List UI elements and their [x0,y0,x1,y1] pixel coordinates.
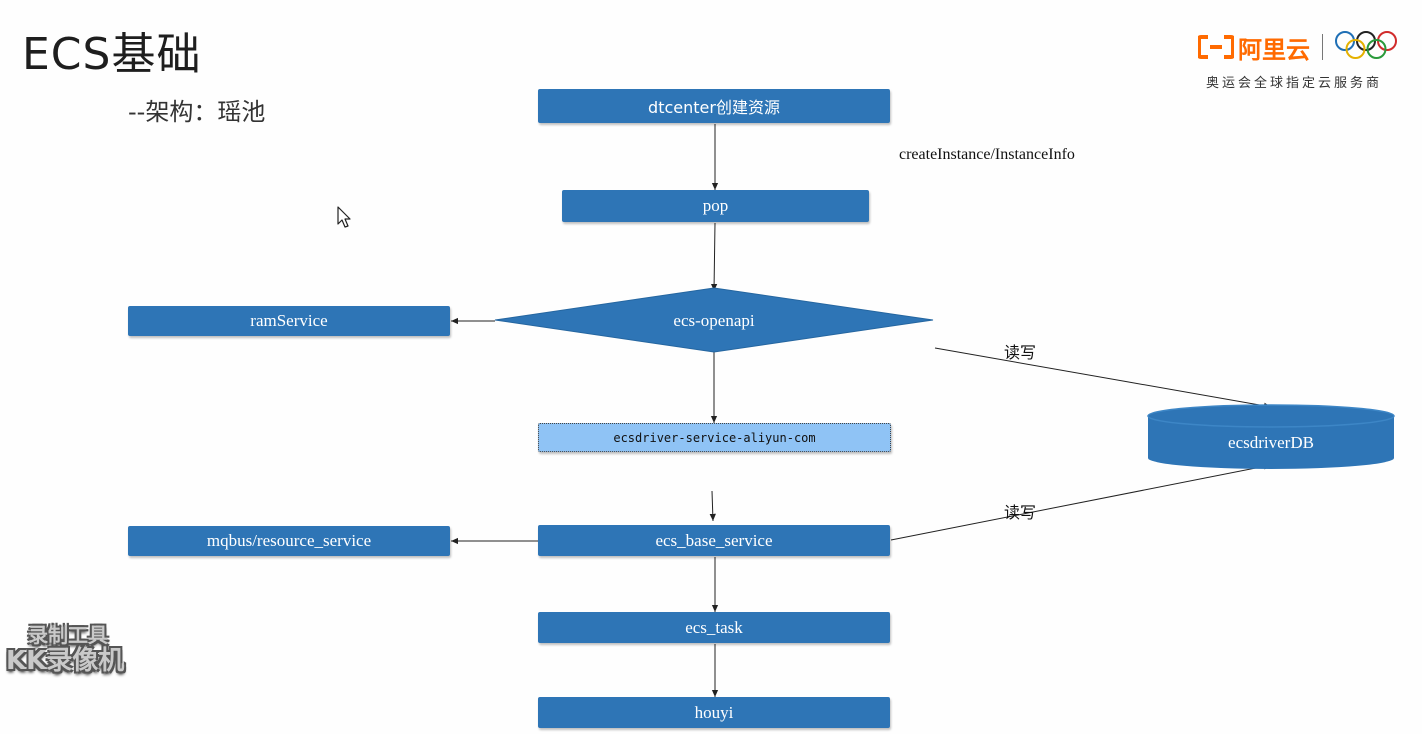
edge-label-read-write-1: 读写 [1004,343,1037,362]
node-ecs-base-service-label: ecs_base_service [655,530,773,550]
node-ecsdriver-service: ecsdriver-service-aliyun-com [538,423,891,452]
edge-pop-openapi [710,222,718,292]
node-ecs-openapi: ecs-openapi [600,306,828,336]
edge-ecsdriver-base [709,490,716,522]
slide-subtitle: --架构：瑶池 [128,98,266,126]
node-houyi-label: houyi [694,702,734,722]
node-ecs-openapi-label: ecs-openapi [673,311,755,330]
edge-label-read-write-2: 读写 [1004,503,1037,522]
node-mqbus-label: mqbus/resource_service [206,531,372,550]
node-pop-label: pop [702,196,729,215]
edge-openapi-db [934,347,1272,409]
recorder-watermark: 录制工具 KK录像机 [6,624,124,677]
node-ecsdriverdb-label: ecsdriverDB [1228,433,1314,452]
node-dtcenter: dtcenter创建资源 [538,89,890,123]
node-ecs-task: ecs_task [538,612,890,643]
edge-base-db [890,463,1272,541]
node-ecsdriver-service-label: ecsdriver-service-aliyun-com [613,430,816,445]
node-ecsdriverdb: ecsdriverDB [1148,426,1394,460]
watermark-line1: 录制工具 [28,623,108,647]
node-ramservice-label: ramService [250,311,328,330]
node-pop: pop [562,190,869,222]
watermark-line2: KK录像机 [6,646,125,676]
node-dtcenter-label: dtcenter创建资源 [648,98,780,117]
olympic-rings-icon [1333,30,1399,64]
aliyun-logo: 阿里云 奥运会全球指定云服务商 [1197,30,1412,92]
node-mqbus: mqbus/resource_service [128,526,450,556]
logo-caption: 奥运会全球指定云服务商 [1206,76,1383,91]
node-ecs-task-label: ecs_task [685,617,743,637]
logo-separator [1322,34,1323,60]
ecsdriverdb-cylinder [1147,404,1395,469]
node-houyi: houyi [538,697,890,728]
ecs-openapi-diamond [494,287,934,353]
node-ecs-base-service: ecs_base_service [538,525,890,556]
aliyun-mark-icon [1197,35,1235,59]
mouse-pointer-icon [337,206,353,234]
slide-title: ECS基础 [22,29,202,80]
edge-label-create-instance: createInstance/InstanceInfo [899,146,1075,163]
aliyun-brand-text: 阿里云 [1238,35,1310,64]
node-ramservice: ramService [128,306,450,336]
